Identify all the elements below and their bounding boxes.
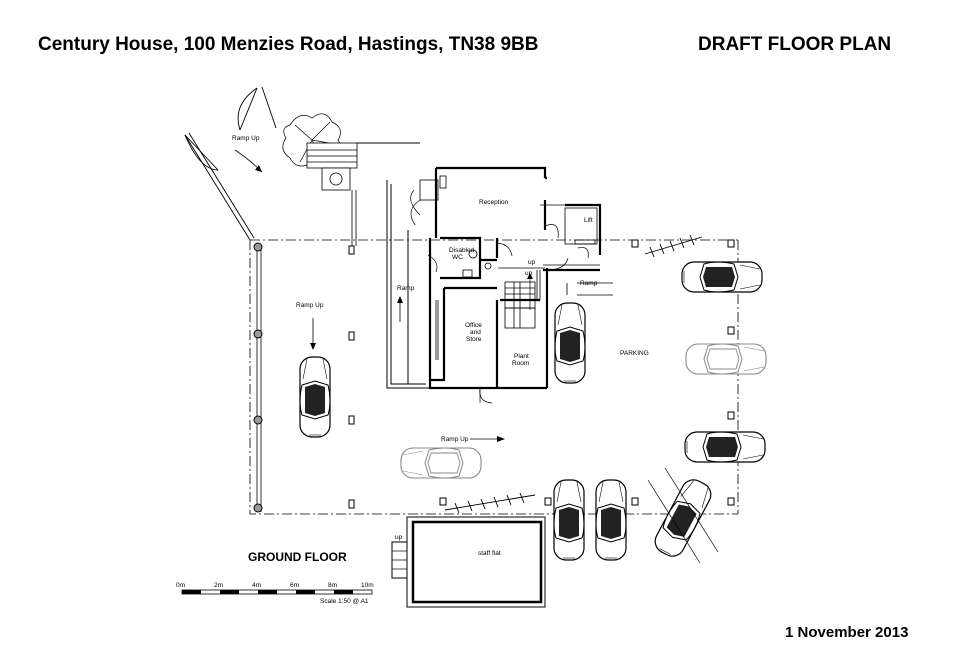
car-right-bottom: [684, 431, 766, 463]
up-label-3: up: [395, 534, 403, 541]
scale-caption: Scale 1:50 @ A1: [320, 598, 369, 605]
car-bottom-1: [553, 479, 585, 561]
car-bottom-angled: [650, 475, 716, 561]
floor-label: GROUND FLOOR: [248, 550, 347, 564]
room-label-plant-line2: Room: [512, 360, 529, 367]
gate-top-right: [644, 234, 703, 258]
ramp-right-label: Ramp: [580, 280, 598, 287]
car-right-top: [681, 261, 763, 293]
room-label-plant-line1: Plant: [514, 353, 529, 360]
scale-tick-10: 10m: [361, 582, 374, 589]
room-label-office-line1: Office: [465, 322, 482, 329]
up-label-1: up: [528, 259, 536, 266]
room-label-wc-line1: Disabled: [449, 247, 475, 254]
scale-tick-0: 0m: [176, 582, 185, 589]
ramp-up-top-label: Ramp Up: [232, 135, 260, 142]
scale-tick-6: 6m: [290, 582, 299, 589]
ramp-up-left-label: Ramp Up: [296, 302, 324, 309]
room-label-reception: Reception: [479, 199, 509, 206]
car-center-vertical: [554, 302, 586, 384]
car-left-vertical: [299, 356, 331, 438]
staff-flat-label: staff flat: [478, 550, 501, 557]
staff-flat: [391, 516, 546, 608]
car-bottom-ghost: [400, 447, 482, 479]
car-bottom-2: [595, 479, 627, 561]
room-label-lift: Lift: [584, 217, 593, 224]
parking-label: PARKING: [620, 350, 649, 357]
scale-tick-8: 8m: [328, 582, 337, 589]
room-label-wc-line2: WC: [452, 254, 463, 261]
up-label-2: up: [525, 270, 533, 277]
ramp-up-bottom-label: Ramp Up: [441, 436, 469, 443]
left-railing: [253, 242, 263, 513]
room-label-office-line3: Store: [466, 336, 482, 343]
plan-title: DRAFT FLOOR PLAN: [698, 34, 892, 55]
ramp-side-label: Ramp: [397, 285, 415, 292]
gate-bottom-center: [444, 492, 536, 514]
plan-date: 1 November 2013: [785, 624, 909, 641]
room-label-office-line2: and: [470, 329, 481, 336]
scale-bar: 0m 2m 4m 6m 8m 10m Scale 1:50 @ A1: [176, 582, 374, 605]
site-address: Century House, 100 Menzies Road, Hasting…: [38, 34, 539, 55]
car-right-ghost: [685, 343, 767, 375]
scale-tick-4: 4m: [252, 582, 261, 589]
scale-tick-2: 2m: [214, 582, 223, 589]
